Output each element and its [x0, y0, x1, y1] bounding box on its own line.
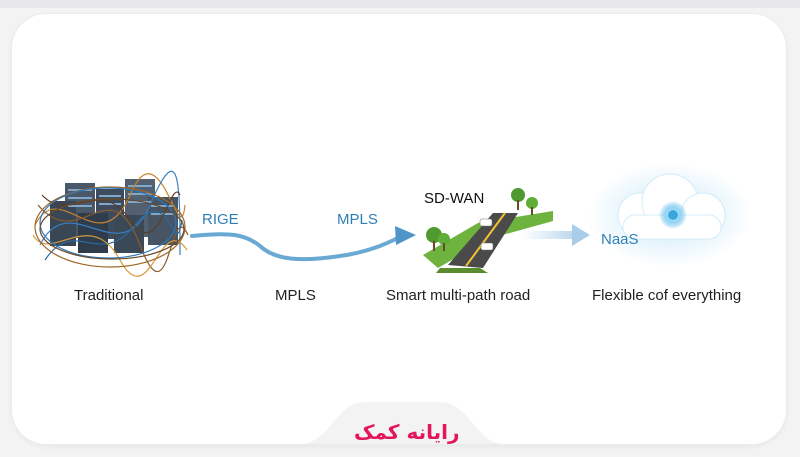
- caption-traditional: Traditional: [74, 287, 144, 304]
- glowing-cloud-icon: [588, 163, 752, 267]
- top-bar: [0, 0, 800, 8]
- tangled-servers-icon: [32, 170, 189, 277]
- mpls-flow-arrow: [190, 226, 416, 262]
- flow-label-left: RIGE: [202, 211, 239, 228]
- road-with-cars-icon: [423, 188, 553, 273]
- naas-arrow: [522, 224, 590, 246]
- caption-mpls: MPLS: [275, 287, 316, 304]
- caption-sdwan: Smart multi-path road: [386, 287, 531, 304]
- sdwan-title: SD-WAN: [424, 190, 485, 207]
- naas-title: NaaS: [601, 231, 639, 248]
- caption-naas: Flexible cof everything: [592, 287, 742, 304]
- flow-label-mpls: MPLS: [337, 211, 378, 228]
- brand-logo: رایانه کمک: [354, 420, 460, 444]
